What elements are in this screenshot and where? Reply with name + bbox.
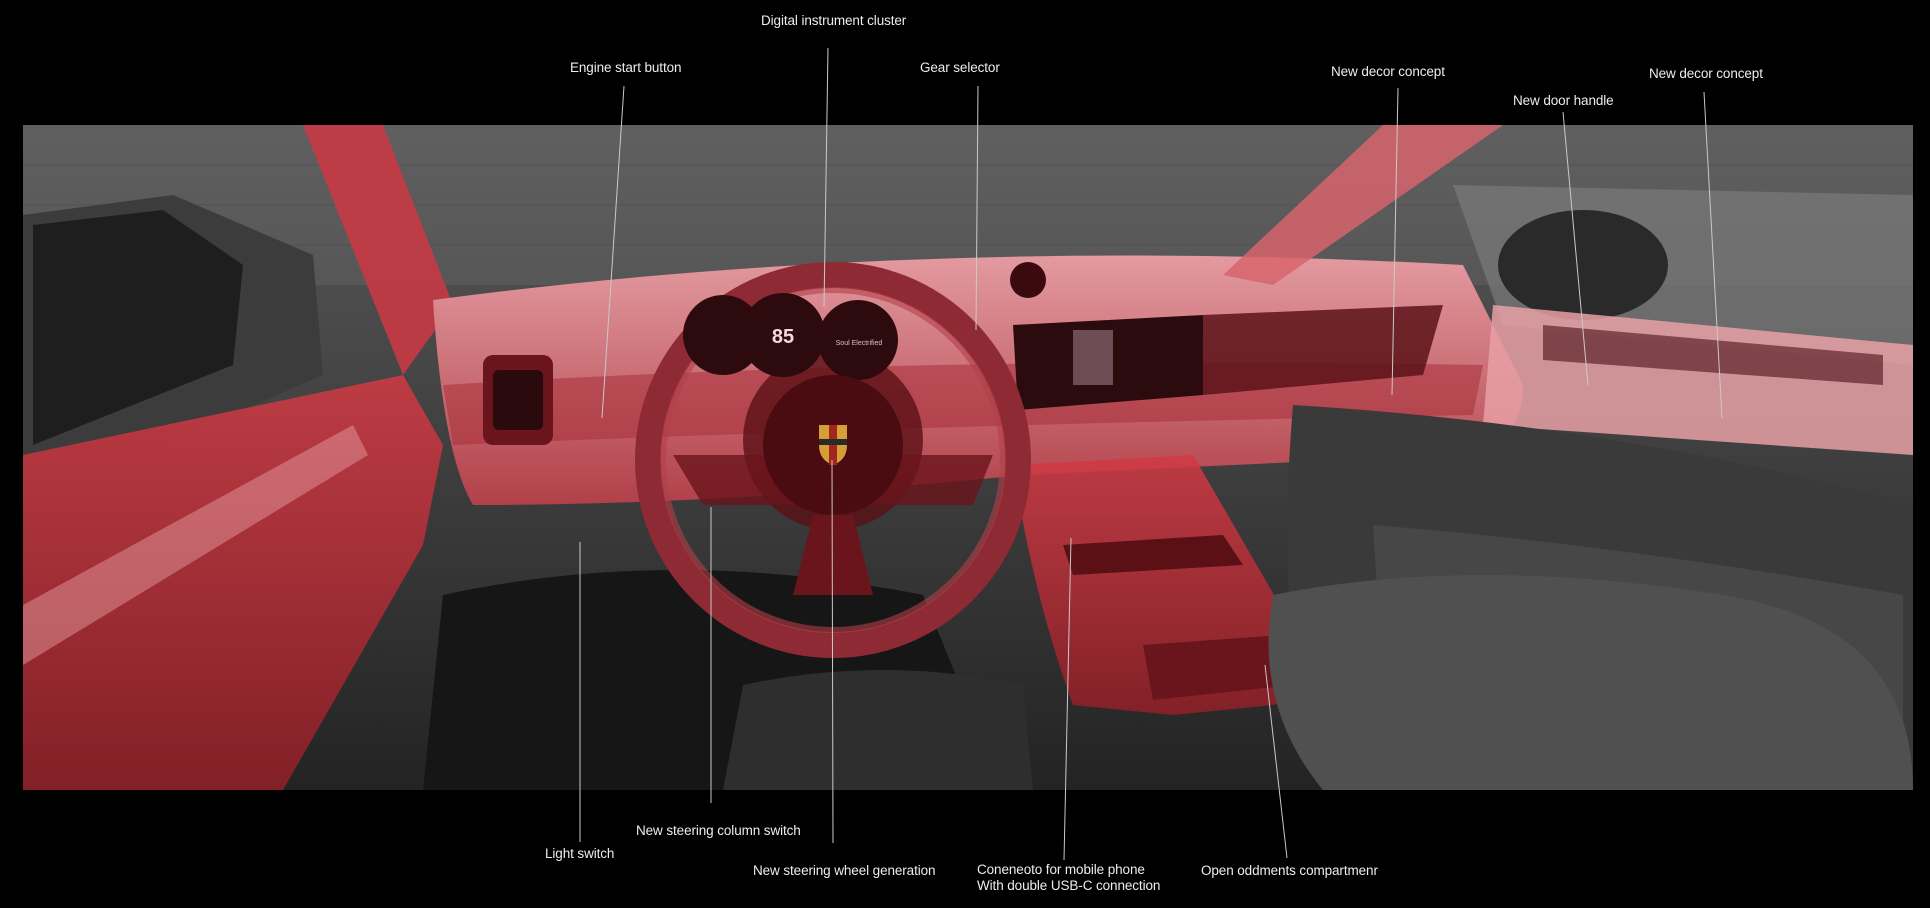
leader-steering-wheel xyxy=(831,459,834,844)
porsche-crest-icon xyxy=(819,425,847,465)
cockpit-illustration: 85 Soul Electrified xyxy=(23,125,1913,790)
label-connector-line2: With double USB-C connection xyxy=(977,878,1161,893)
label-digital-instrument-cluster: Digital instrument cluster xyxy=(761,13,907,28)
leader-engine-start xyxy=(601,85,625,419)
leader-oddments xyxy=(1264,664,1288,859)
leader-decor-right xyxy=(1703,91,1723,419)
label-connector: Coneneoto for mobile phone With double U… xyxy=(977,862,1160,894)
leader-decor-center xyxy=(1391,87,1399,396)
leader-instrument-cluster xyxy=(823,47,829,308)
label-light-switch: Light switch xyxy=(545,846,615,861)
leader-gear-selector xyxy=(975,85,979,331)
label-new-decor-concept-center: New decor concept xyxy=(1331,64,1445,79)
leader-connector xyxy=(1063,537,1072,861)
cluster-mode: Soul Electrified xyxy=(836,340,883,347)
label-new-steering-wheel-generation: New steering wheel generation xyxy=(753,863,936,878)
label-engine-start-button: Engine start button xyxy=(570,60,682,75)
label-connector-line1: Coneneoto for mobile phone xyxy=(977,862,1145,877)
cluster-speed: 85 xyxy=(772,326,794,348)
label-new-decor-concept-right: New decor concept xyxy=(1649,66,1763,81)
interior-photo: 85 Soul Electrified xyxy=(23,125,1913,790)
leader-door-handle xyxy=(1562,111,1589,386)
label-new-steering-column-switch: New steering column switch xyxy=(636,823,801,838)
label-new-door-handle: New door handle xyxy=(1513,93,1614,108)
label-open-oddments-compartment: Open oddments compartmenr xyxy=(1201,863,1378,878)
label-gear-selector: Gear selector xyxy=(920,60,1000,75)
